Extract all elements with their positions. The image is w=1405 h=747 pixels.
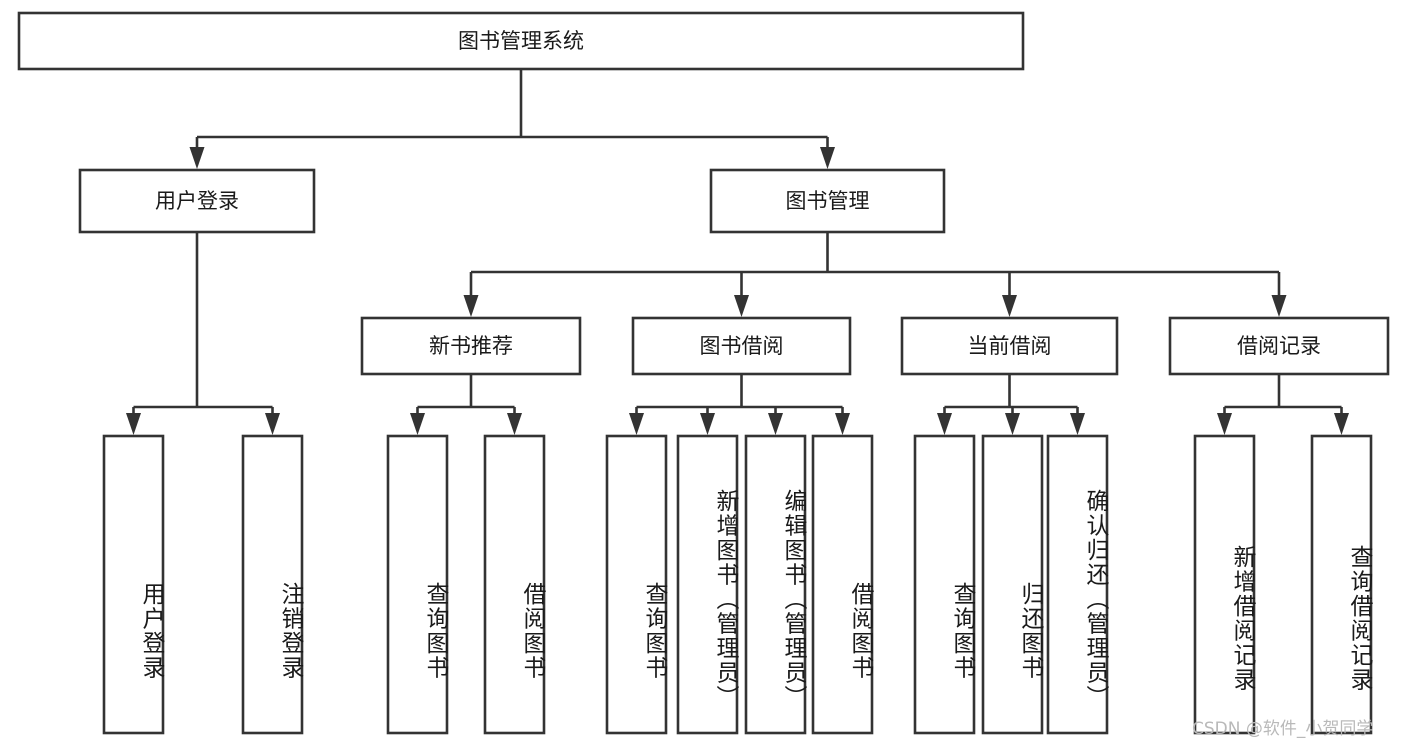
node-query-book-2-label: 查询图书 — [641, 582, 667, 681]
node-user-login-do[interactable] — [102, 434, 165, 735]
arrow-head-icon — [1070, 413, 1085, 435]
edges-layer — [126, 69, 1349, 435]
node-borrow-book-1[interactable] — [483, 434, 546, 735]
node-borrow-book-1-label: 借阅图书 — [519, 582, 545, 681]
node-user-login-do-label: 用户登录 — [138, 582, 164, 681]
arrow-head-icon — [734, 295, 749, 317]
node-query-book-1[interactable] — [386, 434, 449, 735]
arrow-head-icon — [265, 413, 280, 435]
node-query-borrow-record-label: 查询借阅记录 — [1346, 545, 1372, 692]
node-add-borrow-record[interactable] — [1193, 434, 1256, 735]
arrow-head-icon — [126, 413, 141, 435]
node-borrow-record-label: 借阅记录 — [1237, 334, 1321, 358]
arrow-head-icon — [629, 413, 644, 435]
node-user-login-label: 用户登录 — [155, 189, 239, 213]
node-query-book-3[interactable] — [913, 434, 976, 735]
node-add-book-admin-label: 新增图书（管理员） — [712, 489, 738, 710]
arrow-head-icon — [1271, 295, 1287, 317]
arrow-head-icon — [463, 295, 479, 317]
arrow-head-icon — [189, 147, 205, 169]
arrow-head-icon — [1334, 413, 1349, 435]
node-user-logout-label: 注销登录 — [277, 582, 303, 681]
node-return-book-label: 归还图书 — [1017, 582, 1043, 681]
node-book-manage-label: 图书管理 — [786, 189, 870, 213]
arrow-head-icon — [835, 413, 850, 435]
csdn-watermark: CSDN @软件_小贺同学 — [1192, 719, 1374, 739]
node-edit-book-admin[interactable] — [744, 434, 807, 735]
node-confirm-return-admin[interactable] — [1046, 434, 1109, 735]
node-user-logout[interactable] — [241, 434, 304, 735]
node-borrow-book-2[interactable] — [811, 434, 874, 735]
arrow-head-icon — [1005, 413, 1020, 435]
node-new-book-recommend-label: 新书推荐 — [429, 334, 513, 358]
node-book-borrow[interactable] — [631, 316, 852, 376]
node-borrow-record[interactable] — [1168, 316, 1390, 376]
node-return-book[interactable] — [981, 434, 1044, 735]
node-new-book-recommend[interactable] — [360, 316, 582, 376]
boxes-layer — [17, 11, 1390, 735]
arrow-head-icon — [507, 413, 522, 435]
arrow-head-icon — [820, 147, 835, 169]
node-query-book-1-label: 查询图书 — [422, 582, 448, 681]
node-borrow-book-2-label: 借阅图书 — [847, 582, 873, 681]
node-query-borrow-record[interactable] — [1310, 434, 1373, 735]
node-add-book-admin[interactable] — [676, 434, 739, 735]
arrow-head-icon — [937, 413, 952, 435]
node-query-book-3-label: 查询图书 — [949, 582, 975, 681]
node-add-borrow-record-label: 新增借阅记录 — [1229, 545, 1255, 692]
node-edit-book-admin-label: 编辑图书（管理员） — [780, 489, 806, 710]
node-confirm-return-admin-label: 确认归还（管理员） — [1082, 489, 1108, 710]
node-book-manage[interactable] — [709, 168, 946, 234]
node-root-label: 图书管理系统 — [458, 29, 584, 53]
node-current-borrow-label: 当前借阅 — [968, 334, 1052, 358]
arrow-head-icon — [410, 413, 425, 435]
node-book-borrow-label: 图书借阅 — [700, 334, 784, 358]
node-current-borrow[interactable] — [900, 316, 1119, 376]
node-query-book-2[interactable] — [605, 434, 668, 735]
arrow-head-icon — [700, 413, 715, 435]
node-root[interactable] — [17, 11, 1025, 71]
arrow-head-icon — [1002, 295, 1017, 317]
arrow-head-icon — [1217, 413, 1232, 435]
node-user-login[interactable] — [78, 168, 316, 234]
arrow-head-icon — [768, 413, 783, 435]
